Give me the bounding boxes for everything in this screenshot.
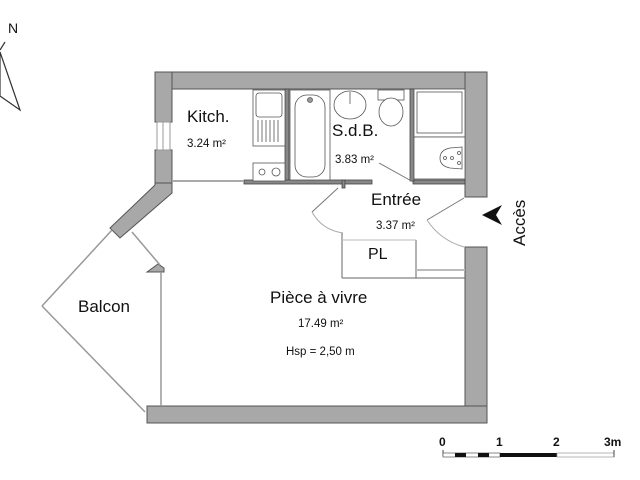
- bathroom-fixtures: [289, 88, 466, 181]
- room-name-entry: Entrée: [371, 190, 422, 209]
- room-area-living: 17.49 m²: [298, 318, 344, 330]
- exterior-walls: [109, 71, 488, 424]
- room-name-bathroom: S.d.B.: [332, 121, 379, 140]
- room-name-balcony: Balcon: [78, 297, 130, 316]
- north-arrow-icon: [0, 41, 22, 112]
- access-label: Accès: [510, 199, 529, 246]
- room-name-kitchen: Kitch.: [187, 107, 230, 126]
- room-area-kitchen: 3.24 m²: [187, 138, 226, 150]
- room-area-bathroom: 3.83 m²: [335, 154, 374, 166]
- room-area-entry: 3.37 m²: [376, 220, 415, 232]
- scale-bar: [442, 450, 615, 458]
- room-name-living: Pièce à vivre: [270, 288, 368, 307]
- scale-tick-3: 3m: [604, 435, 622, 449]
- north-label: N: [8, 20, 19, 36]
- access-arrow-icon: [482, 205, 502, 225]
- scale-tick-1: 1: [496, 435, 503, 449]
- ceiling-height: Hsp = 2,50 m: [286, 346, 355, 358]
- scale-tick-2: 2: [553, 435, 560, 449]
- kitchen-fixtures: [252, 89, 286, 182]
- balcony-outline: [41, 229, 162, 413]
- closet: [341, 233, 465, 279]
- doors: [311, 162, 465, 248]
- closet-label: PL: [368, 246, 388, 263]
- scale-tick-0: 0: [439, 435, 446, 449]
- kitchen-window: [156, 121, 171, 151]
